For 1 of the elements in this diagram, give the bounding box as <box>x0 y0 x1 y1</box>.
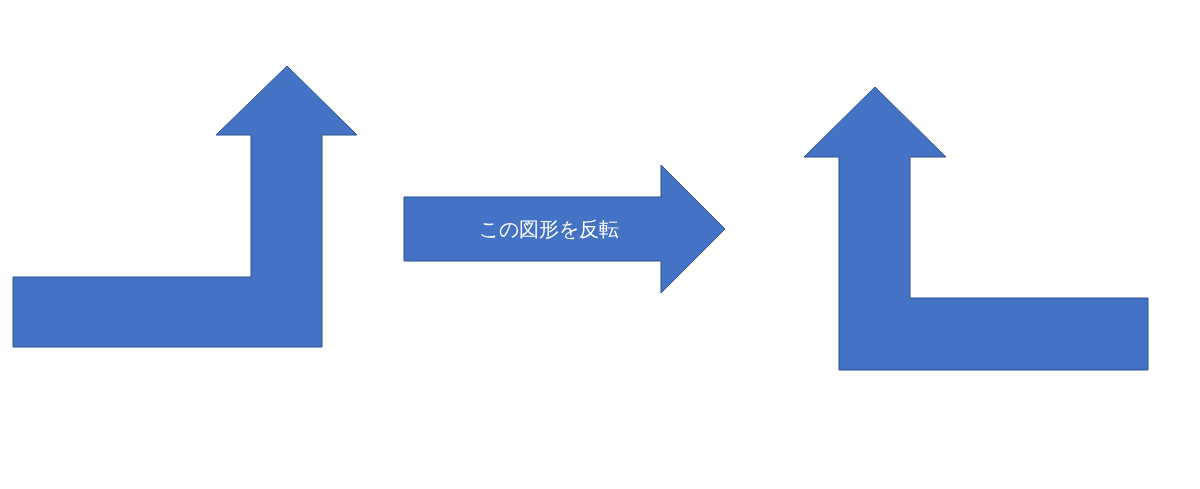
arrow-label: この図形を反転 <box>479 219 619 239</box>
